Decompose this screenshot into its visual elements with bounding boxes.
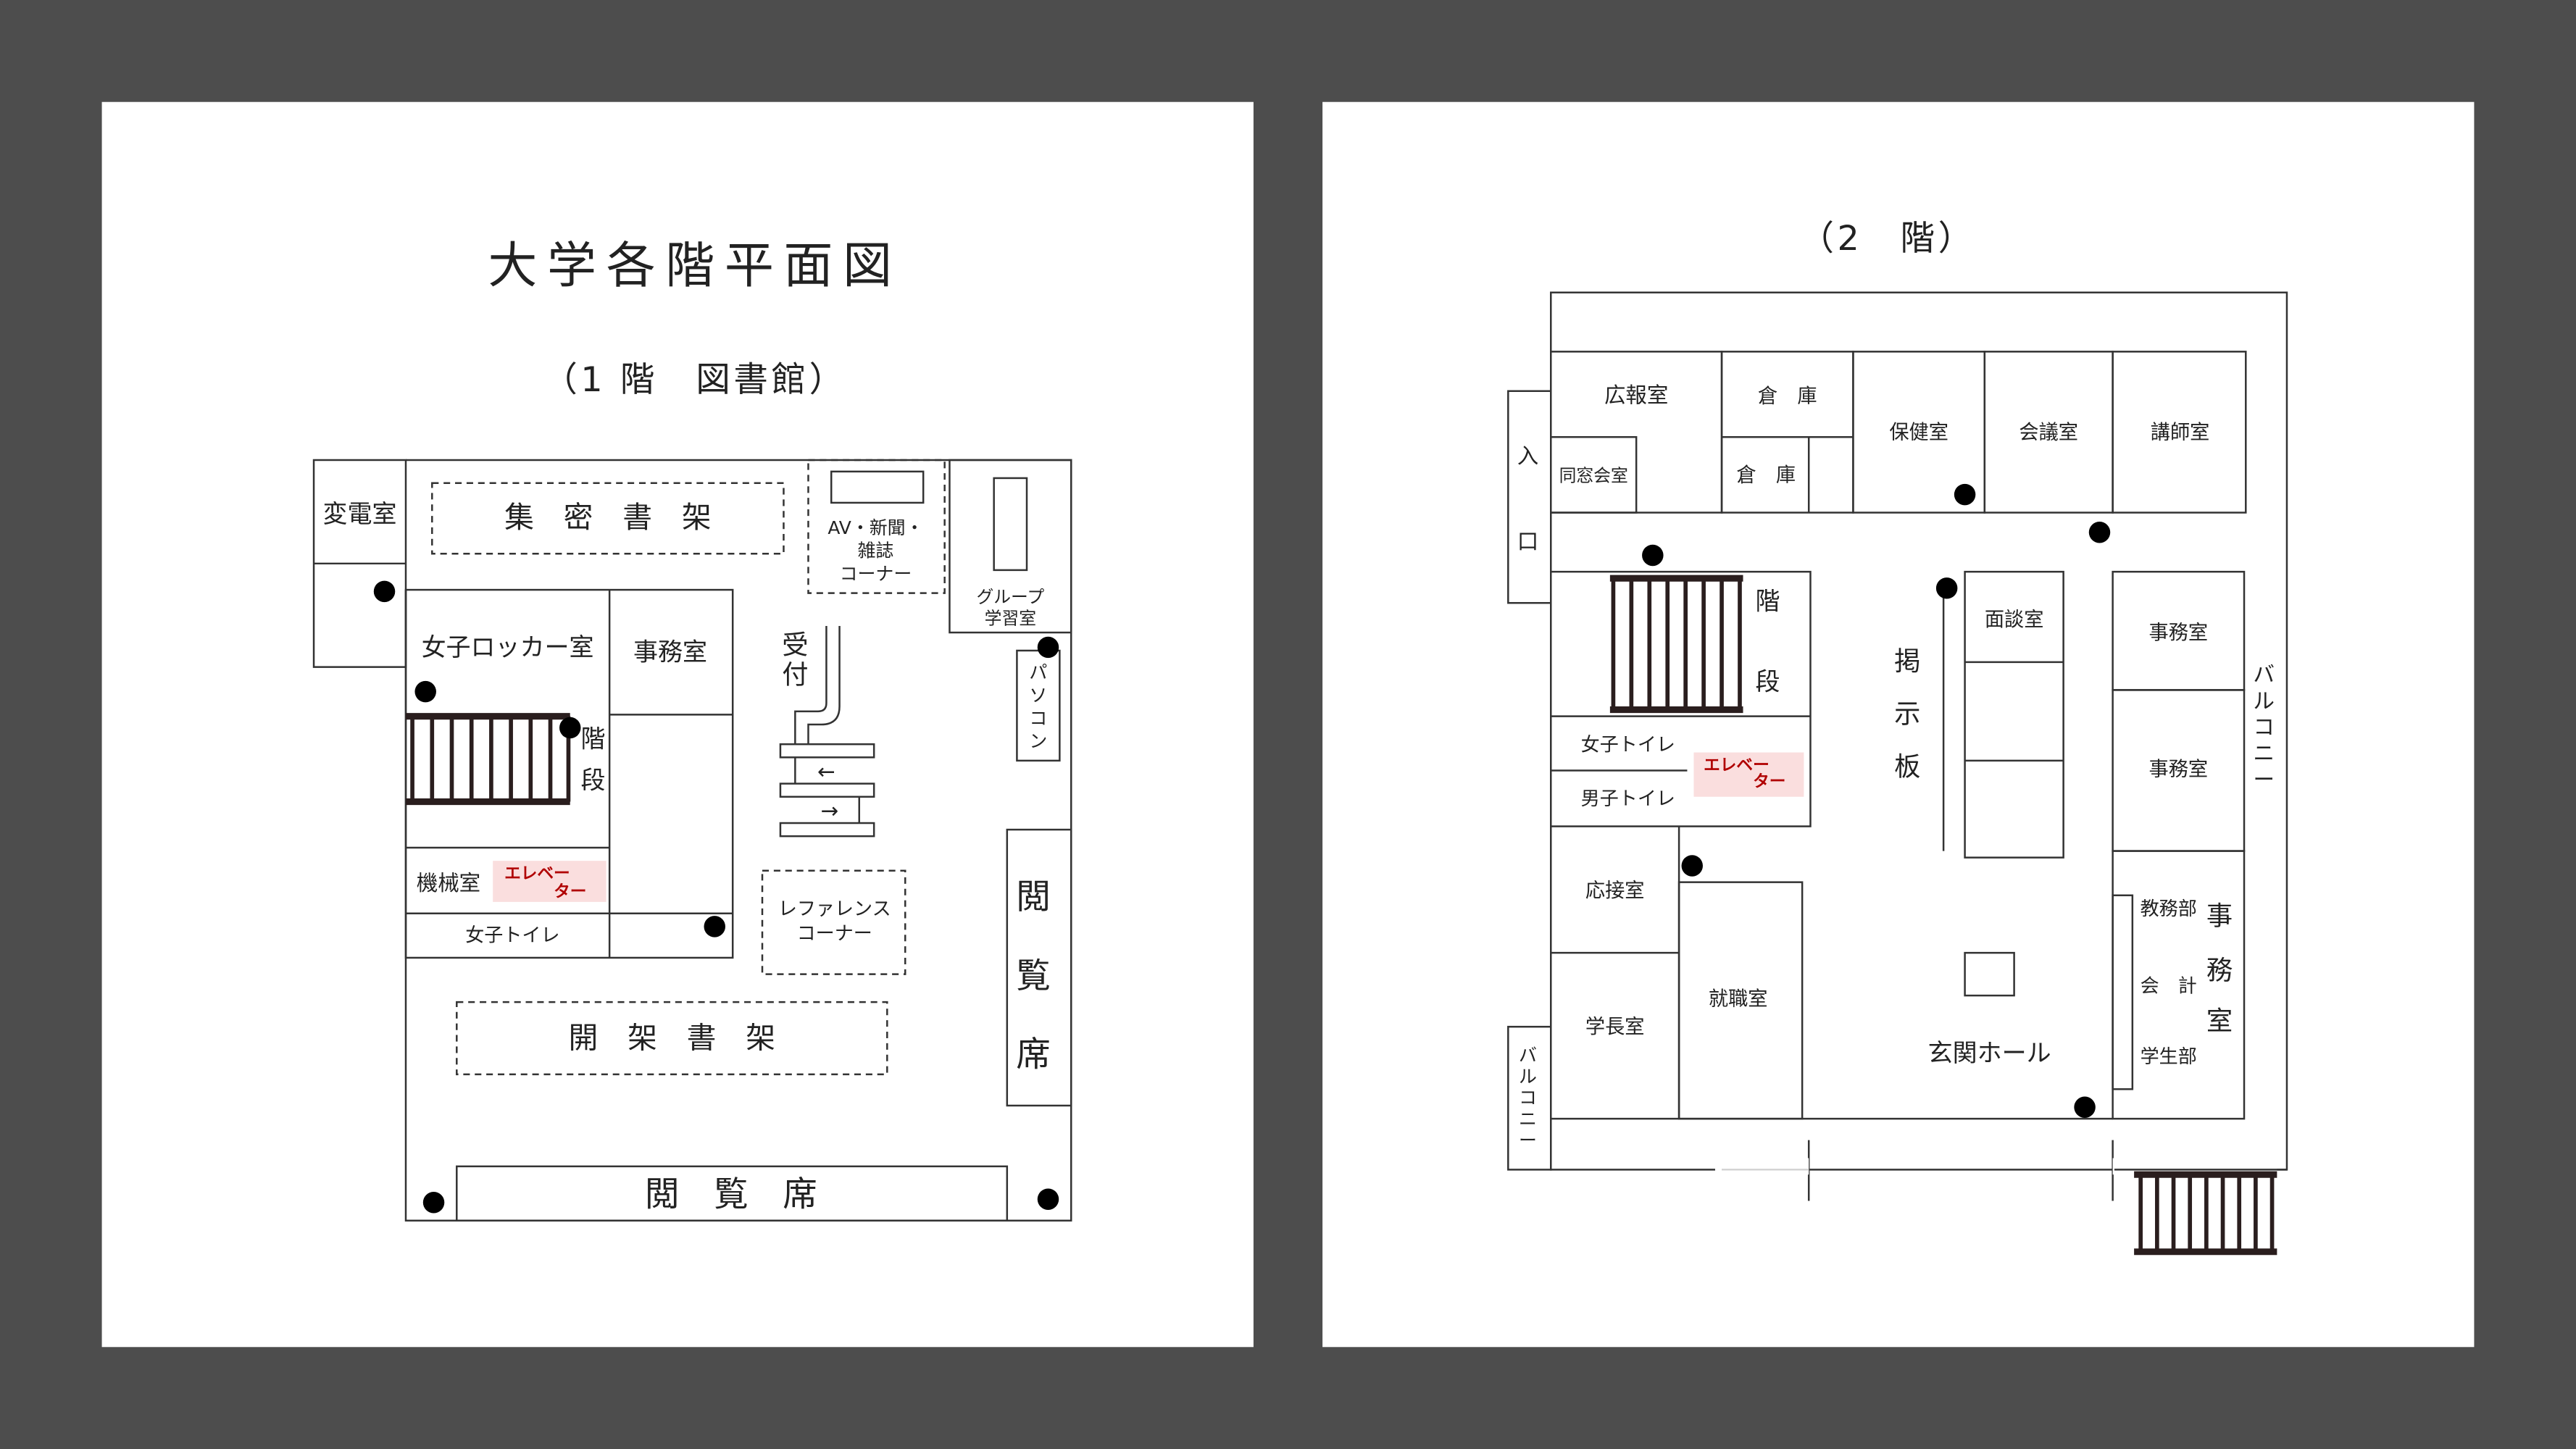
open-stacks-area [456, 1001, 888, 1076]
outside-stairs-graphic [2134, 1171, 2277, 1256]
pc-label-3: コ [1029, 708, 1047, 729]
balcony-right-char-2: ル [2253, 688, 2274, 713]
av-corner-label-2: 雑誌 [857, 540, 893, 561]
av-corner-label-1: AV・新聞・ [828, 517, 923, 538]
group-study-label-2: 学習室 [985, 609, 1036, 629]
balcony-left-char-1: バ [1519, 1045, 1537, 1066]
arrow-left-icon: ← [817, 759, 835, 784]
reception-label-1: 受 [782, 630, 808, 661]
career-room-label: 就職室 [1709, 988, 1768, 1011]
elevator-label-floor1-2: ター [554, 882, 586, 901]
storage-label-2: 倉 庫 [1736, 464, 1796, 486]
office-big-label-3: 室 [2206, 1006, 2233, 1037]
office-label-floor2-2: 事務室 [2149, 758, 2209, 780]
av-corner-label-3: コーナー [840, 563, 912, 584]
reception-room-label: 応接室 [1585, 880, 1645, 902]
stairs-label-floor2-1: 階 [1756, 587, 1780, 616]
marker-dots-floor1 [373, 580, 1059, 1214]
dense-stacks-area [431, 482, 785, 555]
elevator-label-floor2-2: ター [1753, 772, 1785, 791]
page-title: 大学各階平面図 [488, 238, 901, 295]
bulletin-board-label-1: 掲 [1894, 646, 1920, 677]
interview-room-label: 面談室 [1985, 609, 2044, 631]
lecturer-room-label: 講師室 [2151, 422, 2210, 444]
balcony-left-char-4: ニ [1519, 1108, 1537, 1129]
womens-toilet-label-floor2: 女子トイレ [1581, 734, 1675, 756]
elevator-floor1 [493, 861, 607, 902]
pc-label-1: パ [1029, 662, 1047, 683]
entrance-hall-label: 玄関ホール [1928, 1039, 2051, 1068]
office-big-label-1: 事 [2206, 901, 2233, 932]
balcony-left-char-3: コ [1519, 1087, 1537, 1108]
stairs-label-floor1-1: 階 [580, 725, 605, 754]
av-corner-area [807, 459, 946, 594]
floor1-panel: 大学各階平面図 （1 階 図書館） [101, 101, 1254, 1348]
pc-label-4: ン [1029, 731, 1047, 752]
group-study-label-1: グループ [976, 587, 1044, 607]
reading-seats-bottom-label: 閲 覧 席 [645, 1174, 817, 1214]
elevator-label-floor2-1: エレベー [1704, 756, 1770, 774]
stairs-label-floor2-2: 段 [1756, 667, 1780, 696]
pr-room-label: 広報室 [1604, 383, 1668, 408]
mens-toilet-label-floor2: 男子トイレ [1581, 788, 1675, 810]
reading-seats-side-label-3: 席 [1016, 1035, 1051, 1075]
student-affairs-label: 学生部 [2141, 1046, 2197, 1068]
stairs-label-floor1-2: 段 [580, 766, 605, 795]
balcony-right-label: バ ル コ ニ ー [2253, 662, 2274, 792]
office-big-label-2: 務 [2206, 954, 2233, 985]
academic-affairs-label: 教務部 [2141, 898, 2197, 920]
machine-room-label: 機械室 [417, 871, 480, 895]
bulletin-board-label-3: 板 [1894, 751, 1920, 782]
balcony-right-char-5: ー [2253, 767, 2274, 792]
accounting-label: 会 計 [2141, 976, 2197, 998]
stairs-floor1-graphic [406, 713, 571, 806]
elevator-label-floor1-1: エレベー [504, 864, 570, 883]
marker-dots-floor2 [1642, 483, 2111, 1118]
balcony-left-char-2: ル [1519, 1066, 1537, 1087]
stairs-floor2-graphic [1609, 575, 1743, 714]
elevator-floor2 [1693, 752, 1804, 797]
balcony-right-char-1: バ [2253, 662, 2274, 687]
reference-corner-area [761, 869, 906, 975]
balcony-right-char-4: ニ [2253, 741, 2274, 766]
entrance-label-2: 口 [1517, 529, 1538, 554]
substation-label: 変電室 [323, 500, 397, 529]
balcony-right-char-3: コ [2253, 715, 2274, 740]
reading-seats-side-label-2: 覧 [1016, 956, 1051, 996]
reception-label-2: 付 [782, 659, 808, 690]
open-stacks-label: 開 架 書 架 [569, 1021, 776, 1056]
alumni-room-label: 同窓会室 [1559, 465, 1628, 485]
reference-corner-label-2: コーナー [797, 923, 872, 945]
office-label-floor1: 事務室 [633, 638, 707, 667]
meeting-room-label: 会議室 [2019, 422, 2078, 444]
womens-toilet-label-floor1: 女子トイレ [465, 924, 559, 946]
balcony-left-char-5: ー [1519, 1130, 1537, 1151]
president-room-label: 学長室 [1585, 1016, 1645, 1038]
entrance-label-1: 入 [1517, 444, 1538, 469]
dense-stacks-label: 集 密 書 架 [504, 500, 712, 535]
reading-seats-side-label-1: 閲 [1016, 877, 1051, 917]
office-label-floor2-1: 事務室 [2149, 622, 2209, 644]
arrow-right-icon: → [821, 798, 839, 823]
floor1-subtitle: （1 階 図書館） [543, 360, 847, 400]
floor2-panel: （2 階） [1322, 101, 2475, 1348]
pc-label-2: ソ [1029, 685, 1047, 706]
balcony-left-label: バ ル コ ニ ー [1519, 1045, 1537, 1151]
locker-room-label: 女子ロッカー室 [422, 633, 594, 662]
health-room-label: 保健室 [1889, 422, 1948, 444]
floor2-subtitle: （2 階） [1799, 219, 1975, 259]
storage-label-1: 倉 庫 [1758, 385, 1817, 408]
bulletin-board-label-2: 示 [1894, 698, 1920, 730]
reference-corner-label-1: レファレンス [778, 898, 891, 920]
